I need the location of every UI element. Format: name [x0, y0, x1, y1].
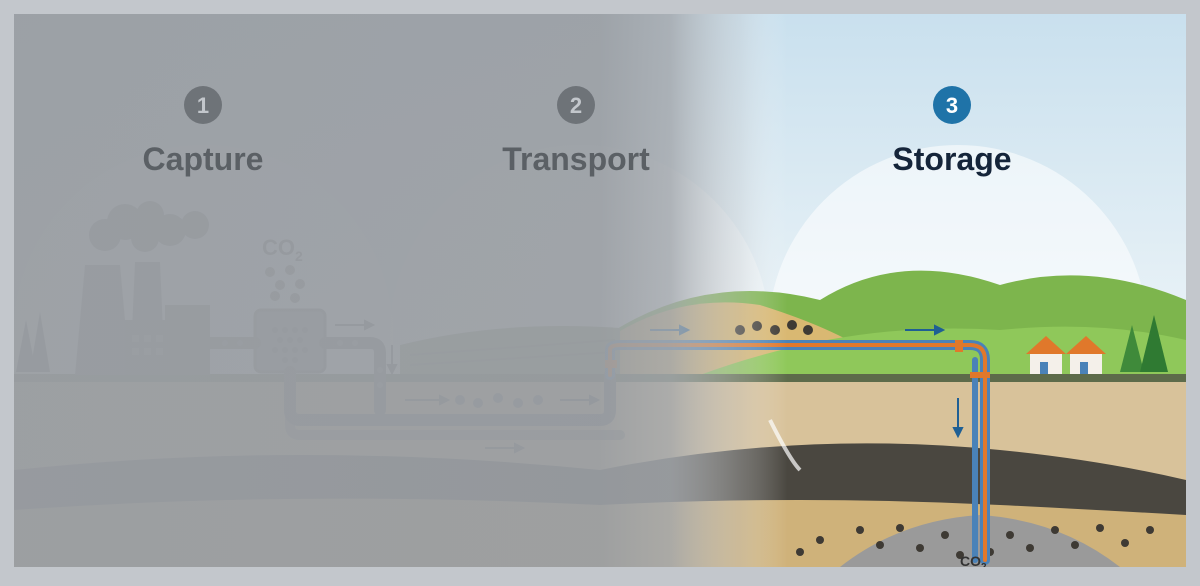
step-1-number: 1 [197, 93, 209, 118]
step-3-badge [933, 86, 971, 124]
step-2-badge [557, 86, 595, 124]
step-2-label: Transport [502, 141, 650, 177]
step-3-number: 3 [946, 93, 958, 118]
step-3-label: Storage [892, 141, 1011, 177]
step-1-badge [184, 86, 222, 124]
step-1-label: Capture [143, 141, 264, 177]
step-3-header: 3 Storage [892, 86, 1012, 177]
step-1-header: 1 Capture [143, 86, 264, 177]
step-2-number: 2 [570, 93, 582, 118]
step-2-header: 2 Transport [502, 86, 650, 177]
